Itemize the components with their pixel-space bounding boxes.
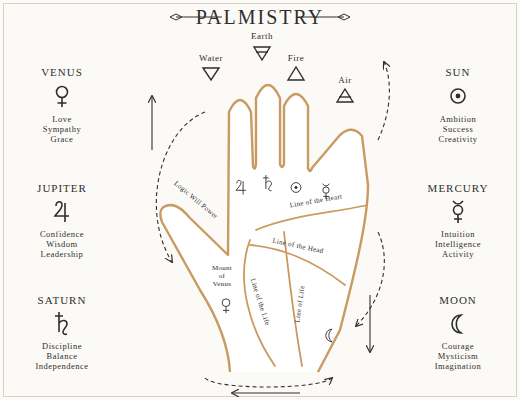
frame xyxy=(4,4,517,397)
planet-name: SUN xyxy=(445,66,470,79)
poster-title: PALMISTRY xyxy=(196,6,324,29)
planet-traits: Intuition Intelligence Activity xyxy=(435,230,481,259)
mount-label: Mount of Venus xyxy=(212,264,232,288)
hand-outline xyxy=(160,85,368,372)
planet-traits: Discipline Balance Independence xyxy=(35,342,88,371)
element-name: Water xyxy=(199,53,223,63)
palm-lines xyxy=(244,205,367,366)
planet-traits: Ambition Success Creativity xyxy=(439,115,478,144)
element-name: Fire xyxy=(288,53,305,63)
planet-name: VENUS xyxy=(41,66,83,79)
planet-traits: Confidence Wisdom Leadership xyxy=(40,230,84,259)
planet-name: MOON xyxy=(439,294,477,307)
element-name: Earth xyxy=(251,31,273,41)
flow-arrows xyxy=(152,62,389,393)
planet-traits: Courage Mysticism Imagination xyxy=(435,342,482,371)
element-name: Air xyxy=(338,75,352,85)
planet-name: JUPITER xyxy=(37,182,87,195)
planet-traits: Love Sympathy Grace xyxy=(43,115,81,144)
planet-name: SATURN xyxy=(38,294,87,307)
planet-name: MERCURY xyxy=(428,182,489,195)
